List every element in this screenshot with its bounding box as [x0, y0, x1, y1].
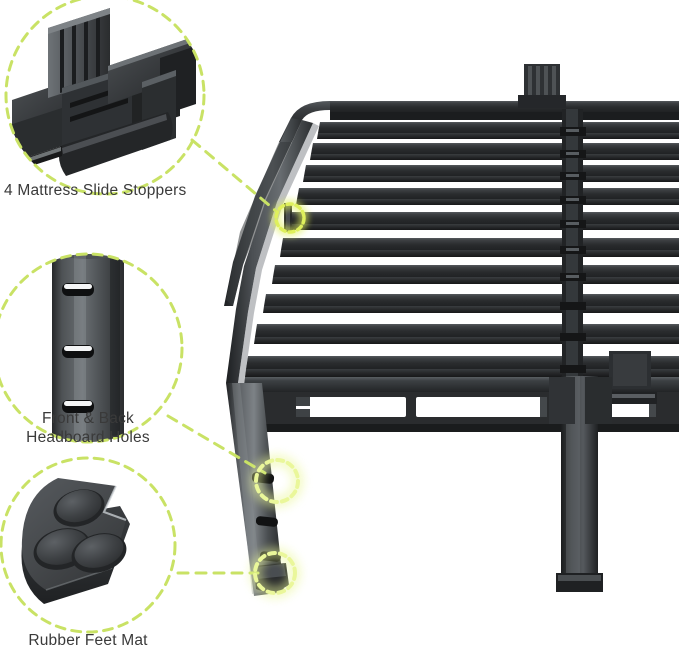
stopper-highlight	[274, 202, 306, 234]
bed-frame-illustration	[224, 64, 679, 596]
callout-rubber-feet-mat[interactable]	[0, 456, 177, 634]
caption-headboard-holes-line1: Front & Back	[42, 410, 134, 427]
caption-headboard-holes-line2: Headboard Holes	[26, 429, 150, 446]
foot-highlight	[253, 551, 297, 595]
callout-headboard-holes[interactable]	[0, 249, 184, 446]
callout-mattress-slide-stoppers[interactable]	[0, 0, 206, 196]
headboard-slot-holes	[62, 283, 94, 413]
mat-cups	[33, 489, 127, 573]
mattress-stopper-bracket-right	[603, 351, 657, 404]
caption-mattress-slide-stoppers: 4 Mattress Slide Stoppers	[4, 182, 187, 199]
mattress-stopper-tab-back	[518, 64, 566, 108]
callout-circle-feet	[0, 456, 177, 634]
leader-line-holes	[166, 414, 267, 475]
mattress-stopper-tab-left	[284, 203, 292, 232]
hole-highlight	[254, 458, 300, 504]
highlight-rings	[253, 202, 306, 595]
center-leg	[556, 376, 603, 592]
callout-circle-stoppers	[4, 0, 206, 196]
center-support-beam	[560, 109, 586, 380]
callout-circle-holes	[0, 252, 184, 444]
leader-lines	[166, 138, 278, 575]
caption-rubber-feet-mat: Rubber Feet Mat	[28, 632, 148, 649]
part-rubber-feet-mat	[21, 478, 130, 604]
part-mattress-slide-stopper	[6, 8, 196, 176]
leader-line-stoppers	[190, 138, 278, 213]
part-leg-post-with-holes	[52, 254, 124, 442]
slats	[245, 122, 679, 377]
